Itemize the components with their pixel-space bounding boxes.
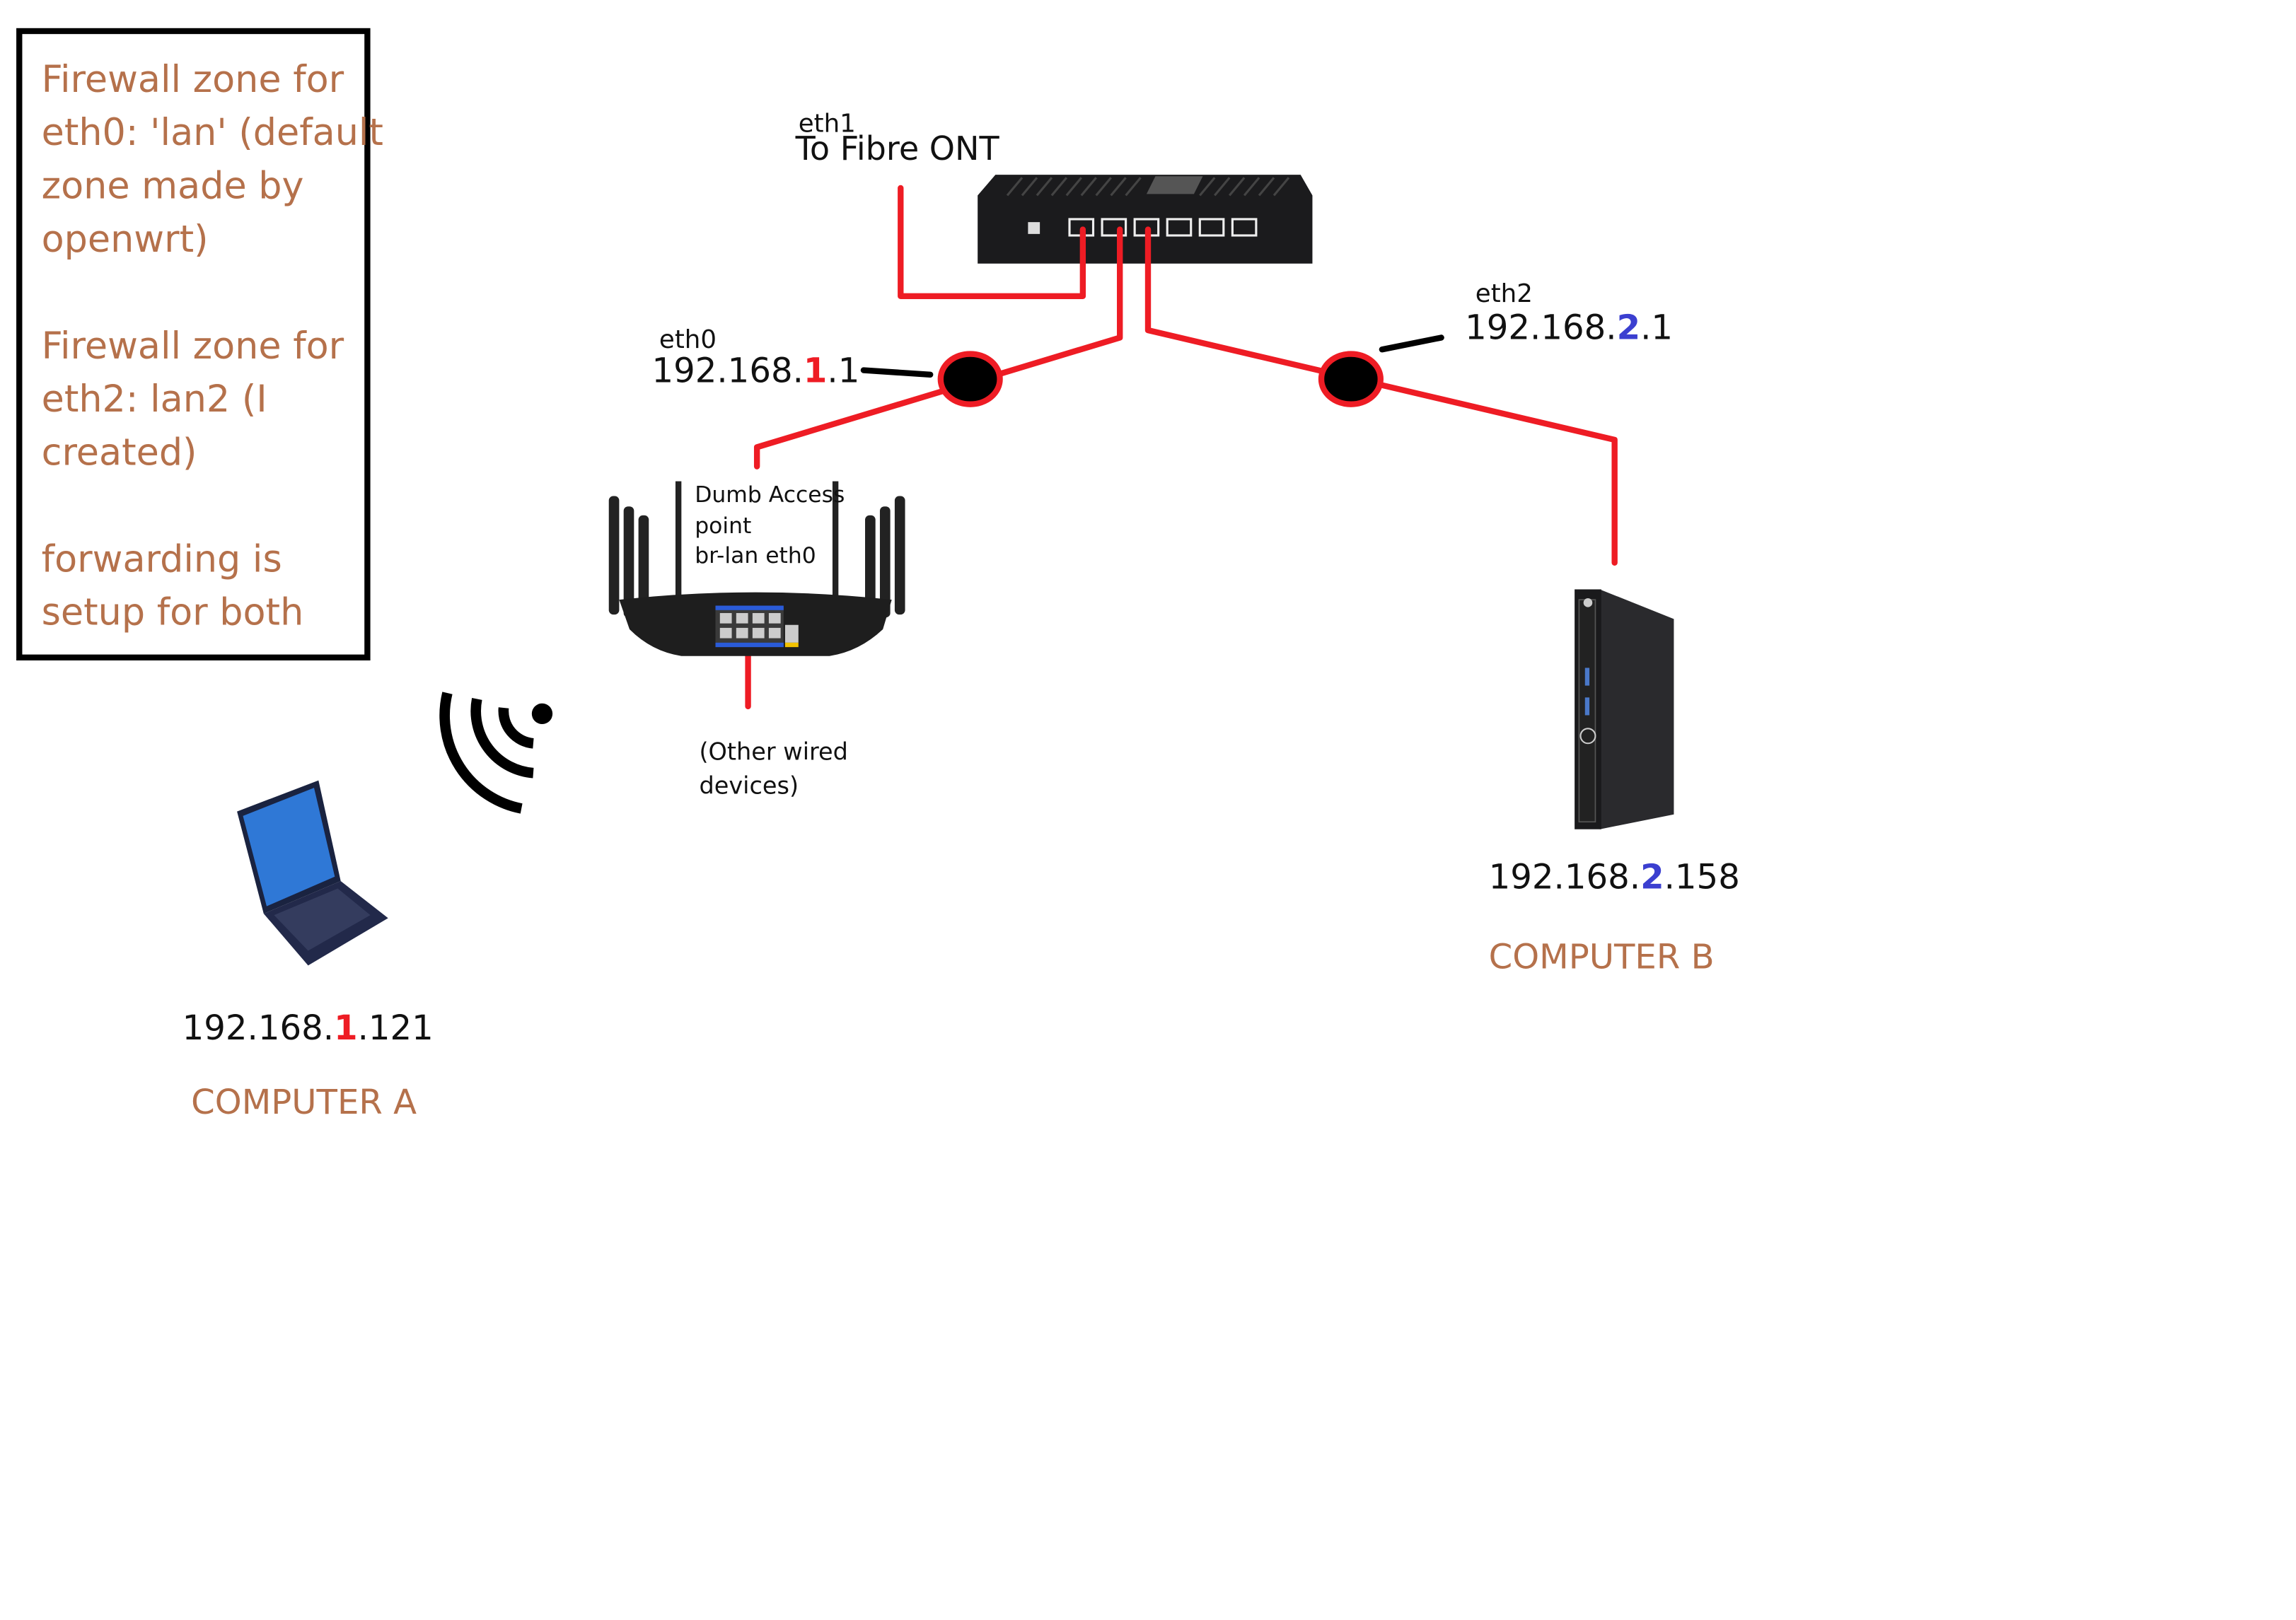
note-line: forwarding is xyxy=(42,537,282,581)
eth1-cable xyxy=(898,185,1086,300)
eth1-label: eth1 xyxy=(799,109,856,138)
note-line: Firewall zone for xyxy=(42,58,344,101)
eth0-label: eth0 xyxy=(659,325,717,354)
eth0-pointer xyxy=(860,367,934,378)
eth0-marker xyxy=(937,351,1003,407)
eth2-cable xyxy=(1144,226,1618,566)
note-line: zone made by xyxy=(42,165,304,208)
eth1-description: To Fibre ONT xyxy=(795,129,1000,168)
computer-a-name: COMPUTER A xyxy=(191,1083,417,1122)
wired-devices-note: (Other wired xyxy=(699,738,847,765)
note-line: eth0: 'lan' (default xyxy=(42,111,383,154)
computer-b-name: COMPUTER B xyxy=(1489,938,1715,977)
eth2-pointer xyxy=(1379,334,1444,353)
eth0-ip: 192.168.1.1 xyxy=(651,351,859,390)
wifi-router-icon xyxy=(608,481,905,656)
eth2-label: eth2 xyxy=(1475,279,1533,308)
wired-devices-note: devices) xyxy=(699,771,799,799)
eth2-marker xyxy=(1318,351,1384,407)
desktop-tower-icon xyxy=(1575,589,1674,829)
eth0-cable xyxy=(753,226,1123,470)
note-line: setup for both xyxy=(42,591,304,634)
note-line: Firewall zone for xyxy=(42,325,344,368)
note-line: eth2: lan2 (I xyxy=(42,378,267,421)
note-line: openwrt) xyxy=(42,218,209,261)
wifi-signal-icon xyxy=(439,692,553,814)
mini-pc-router-icon xyxy=(978,175,1313,264)
computer-b-ip: 192.168.2.158 xyxy=(1489,857,1740,897)
access-point-label: br-lan eth0 xyxy=(695,543,816,569)
laptop-icon xyxy=(237,780,388,966)
notes-box: Firewall zone for eth0: 'lan' (default z… xyxy=(16,28,383,660)
computer-a-ip: 192.168.1.121 xyxy=(182,1008,434,1048)
note-line: created) xyxy=(42,431,197,474)
access-point-label: point xyxy=(695,513,751,539)
eth2-ip: 192.168.2.1 xyxy=(1465,308,1673,348)
access-point-label: Dumb Access xyxy=(695,482,845,508)
